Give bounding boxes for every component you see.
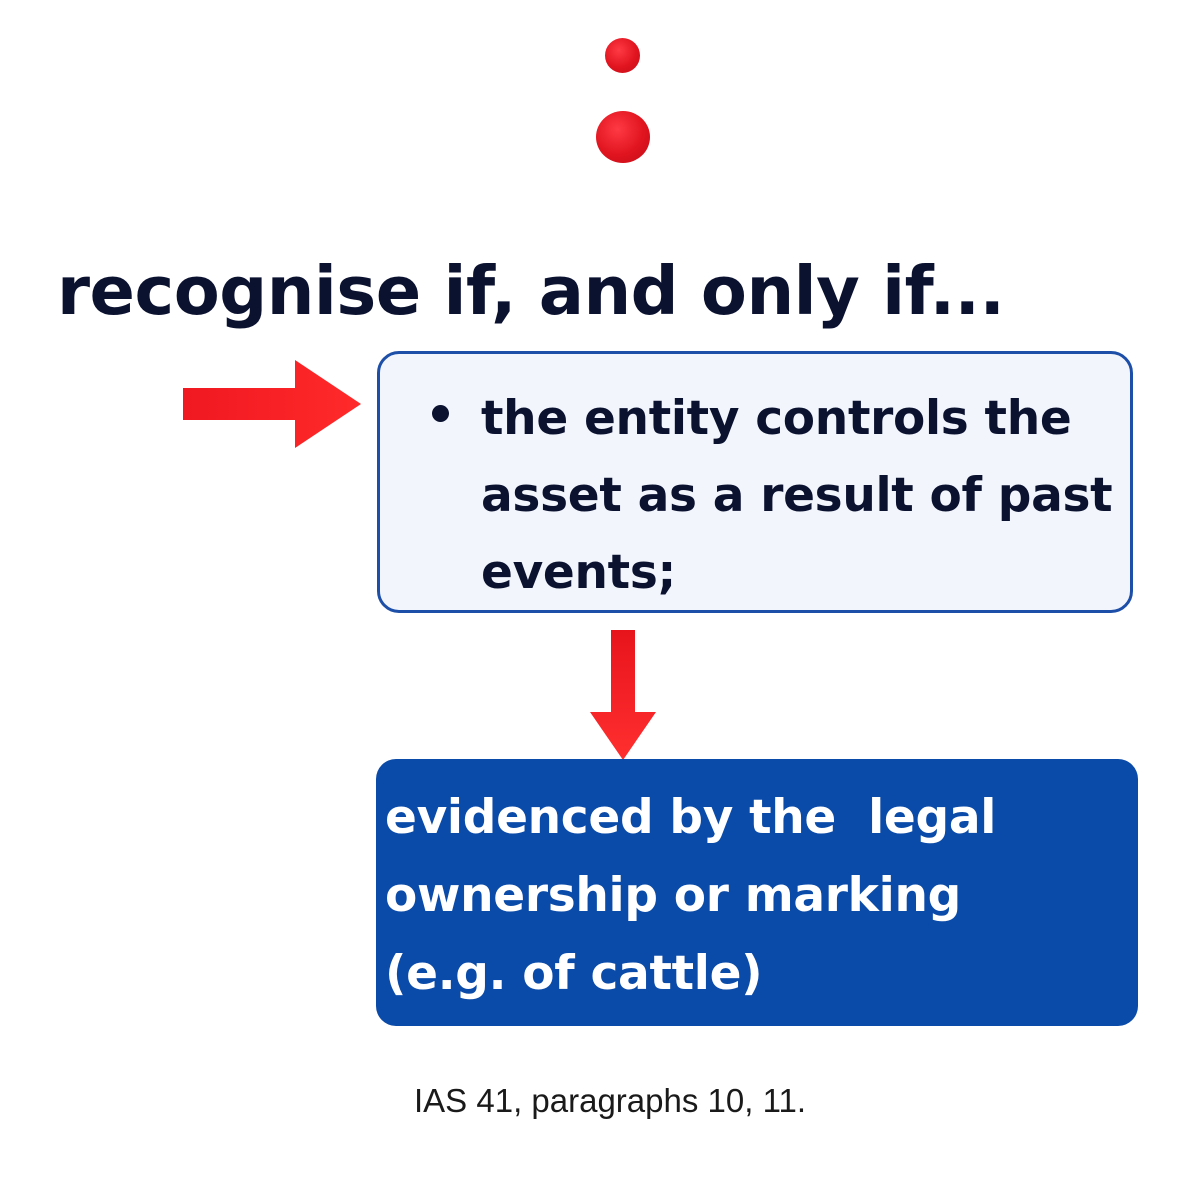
right-arrow-icon	[183, 360, 361, 448]
recognition-heading: recognise if, and only if...	[57, 252, 1005, 330]
citation-text: IAS 41, paragraphs 10, 11.	[414, 1082, 806, 1119]
bullet-icon	[432, 405, 449, 422]
condition-text: the entity controls the asset as a resul…	[481, 391, 1113, 600]
large-red-dot-icon	[596, 111, 650, 163]
small-red-dot-icon	[605, 38, 640, 73]
evidence-box: evidenced by the legal ownership or mark…	[376, 759, 1138, 1026]
down-arrow-icon	[590, 630, 656, 760]
condition-box: the entity controls the asset as a resul…	[377, 351, 1133, 613]
evidence-text: evidenced by the legal ownership or mark…	[385, 790, 997, 1001]
